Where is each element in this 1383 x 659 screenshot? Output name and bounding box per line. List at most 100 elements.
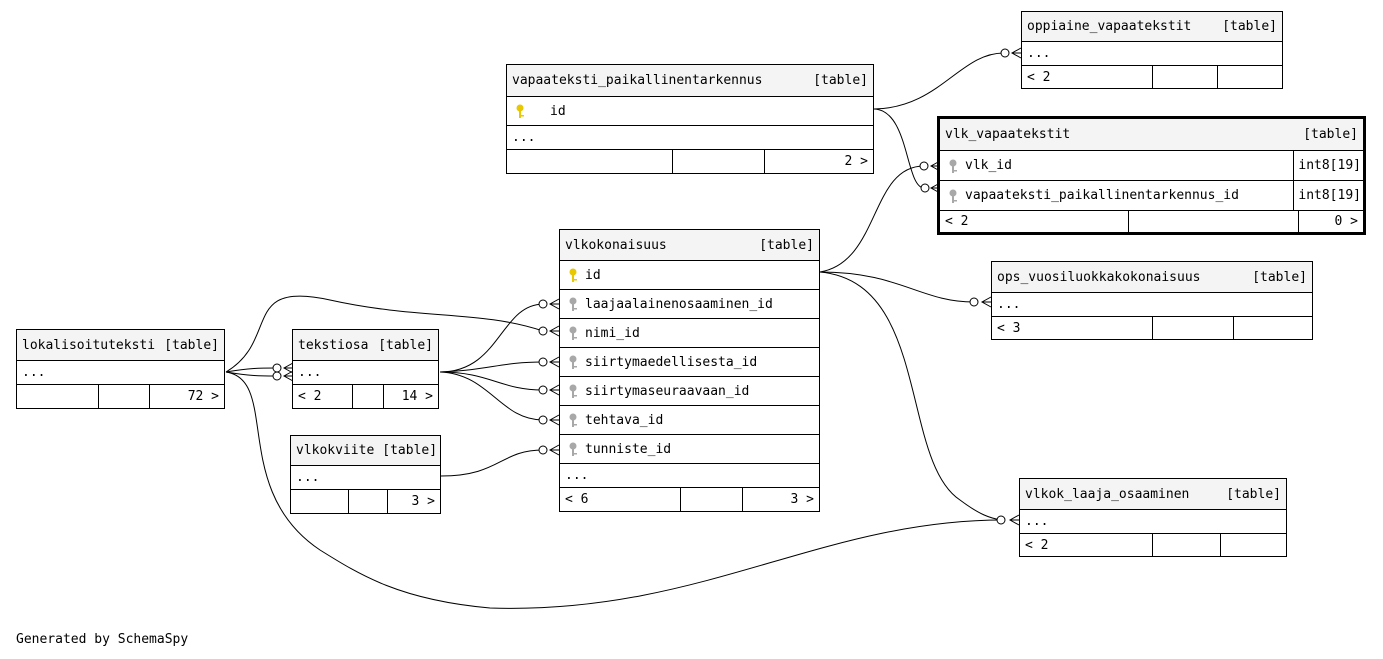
table-kind: [table] — [1226, 486, 1281, 502]
table-kind: [table] — [378, 337, 433, 353]
column-name: nimi_id — [585, 325, 640, 341]
table-name: ops_vuosiluokkakokonaisuus — [997, 269, 1201, 285]
parents-count[interactable]: < 2 — [1025, 537, 1049, 553]
table-header[interactable]: vapaateksti_paikallinentarkennus [table] — [507, 65, 873, 96]
column-row[interactable]: siirtymaseuraavaan_id — [560, 376, 819, 405]
children-count[interactable]: 0 > — [1298, 211, 1363, 232]
table-footer: < 6 3 > — [560, 487, 819, 511]
children-count[interactable] — [1233, 317, 1312, 339]
primary-key-icon — [565, 267, 581, 283]
column-row[interactable]: id — [560, 260, 819, 289]
table-header[interactable]: vlk_vapaatekstit [table] — [940, 119, 1363, 150]
children-count[interactable] — [1220, 534, 1286, 556]
table-footer: 3 > — [291, 489, 440, 513]
table-lokalisoituteksti[interactable]: lokalisoituteksti [table] ... 72 > — [16, 329, 225, 409]
table-name: oppiaine_vapaatekstit — [1027, 19, 1192, 34]
table-oppiaine-vapaatekstit[interactable]: oppiaine_vapaatekstit [table] ... < 2 — [1021, 11, 1283, 89]
parents-count[interactable] — [17, 385, 98, 408]
column-row[interactable]: vapaateksti_paikallinentarkennus_id int8… — [940, 180, 1363, 210]
generated-by-footer: Generated by SchemaSpy — [16, 632, 189, 647]
table-name: tekstiosa — [298, 337, 369, 353]
edge-vapaateksti-vlk-vapaatekstit — [873, 108, 926, 189]
row-count — [348, 490, 387, 513]
table-vapaateksti-paikallinentarkennus[interactable]: vapaateksti_paikallinentarkennus [table]… — [506, 64, 874, 174]
column-name: vlk_id — [965, 158, 1012, 173]
table-name: vlkok_laaja_osaaminen — [1025, 486, 1190, 502]
row-count — [1128, 211, 1298, 232]
parents-count[interactable] — [291, 490, 348, 513]
column-type: int8[19] — [1293, 181, 1363, 210]
children-count[interactable]: 2 > — [764, 150, 873, 173]
table-vlk-vapaatekstit[interactable]: vlk_vapaatekstit [table] vlk_id int8[19]… — [937, 116, 1366, 235]
table-footer: < 2 14 > — [293, 384, 438, 408]
edge-vlkokviite-tunniste — [440, 449, 544, 477]
children-count[interactable]: 3 > — [387, 490, 440, 513]
parents-count[interactable]: < 2 — [298, 389, 322, 404]
table-ops-vuosiluokkakokonaisuus[interactable]: ops_vuosiluokkakokonaisuus [table] ... <… — [991, 261, 1313, 340]
primary-key-icon — [512, 103, 528, 119]
table-header[interactable]: tekstiosa [table] — [293, 330, 438, 360]
table-footer: < 2 0 > — [940, 210, 1363, 232]
table-header[interactable]: ops_vuosiluokkakokonaisuus [table] — [992, 262, 1312, 292]
table-vlkok-laaja-osaaminen[interactable]: vlkok_laaja_osaaminen [table] ... < 2 — [1019, 478, 1287, 557]
more-columns: ... — [507, 125, 873, 149]
column-row[interactable]: nimi_id — [560, 318, 819, 347]
parents-count[interactable]: < 3 — [997, 320, 1021, 336]
children-count[interactable]: 3 > — [742, 488, 819, 511]
foreign-key-icon — [565, 383, 581, 399]
table-kind: [table] — [759, 237, 814, 253]
more-columns: ... — [992, 292, 1312, 316]
column-row[interactable]: tehtava_id — [560, 405, 819, 434]
table-tekstiosa[interactable]: tekstiosa [table] ... < 2 14 > — [292, 329, 439, 409]
children-count[interactable]: 72 > — [149, 385, 224, 408]
table-kind: [table] — [1222, 19, 1277, 34]
table-name: vapaateksti_paikallinentarkennus — [512, 73, 763, 88]
column-row[interactable]: laajaalainenosaaminen_id — [560, 289, 819, 318]
table-vlkokviite[interactable]: vlkokviite [table] ... 3 > — [290, 435, 441, 514]
column-row[interactable]: id — [507, 96, 873, 125]
table-footer: 72 > — [17, 384, 224, 408]
foreign-key-icon — [565, 412, 581, 428]
edge-tekstiosa-siirtymaed — [439, 361, 544, 373]
row-count — [1152, 534, 1220, 556]
column-name: tunniste_id — [585, 441, 672, 457]
more-columns: ... — [560, 463, 819, 487]
table-header[interactable]: oppiaine_vapaatekstit [table] — [1022, 12, 1282, 41]
edge-vlkokonaisuus-vlk-vapaatekstit — [819, 165, 925, 273]
edge-vlkokonaisuus-vlkok-laaja — [819, 271, 1002, 521]
table-header[interactable]: vlkok_laaja_osaaminen [table] — [1020, 479, 1286, 509]
column-row[interactable]: tunniste_id — [560, 434, 819, 463]
more-columns: ... — [291, 465, 440, 489]
edge-tekstiosa-siirtymase — [439, 371, 544, 391]
table-vlkokonaisuus[interactable]: vlkokonaisuus [table] id laajaalainenosa… — [559, 229, 820, 512]
row-count — [1152, 317, 1233, 339]
column-name: siirtymaseuraavaan_id — [585, 383, 750, 399]
table-footer: < 2 — [1022, 65, 1282, 88]
table-header[interactable]: vlkokonaisuus [table] — [560, 230, 819, 260]
row-count — [680, 488, 742, 511]
children-count[interactable] — [1217, 66, 1282, 88]
children-count[interactable]: 14 > — [383, 385, 438, 408]
table-kind: [table] — [1252, 269, 1307, 285]
parents-count[interactable]: < 2 — [1027, 69, 1051, 85]
row-count — [672, 150, 764, 173]
parents-count[interactable] — [507, 150, 672, 173]
column-row[interactable]: vlk_id int8[19] — [940, 150, 1363, 180]
edge-lokalisoituteksti-vlkok — [225, 371, 1004, 609]
parents-count[interactable]: < 2 — [945, 214, 969, 229]
edge-lokalisoituteksti-nimi — [225, 295, 544, 373]
more-columns: ... — [293, 360, 438, 384]
table-name: vlkokviite — [296, 443, 375, 458]
table-footer: 2 > — [507, 149, 873, 173]
column-type: int8[19] — [1293, 151, 1363, 180]
table-header[interactable]: lokalisoituteksti [table] — [17, 330, 224, 360]
table-kind: [table] — [1303, 127, 1358, 142]
table-name: vlkokonaisuus — [565, 237, 667, 253]
row-count — [1152, 66, 1217, 88]
table-header[interactable]: vlkokviite [table] — [291, 436, 440, 465]
parents-count[interactable]: < 6 — [565, 492, 589, 507]
column-name: siirtymaedellisesta_id — [585, 354, 758, 370]
table-footer: < 2 — [1020, 533, 1286, 556]
column-row[interactable]: siirtymaedellisesta_id — [560, 347, 819, 376]
